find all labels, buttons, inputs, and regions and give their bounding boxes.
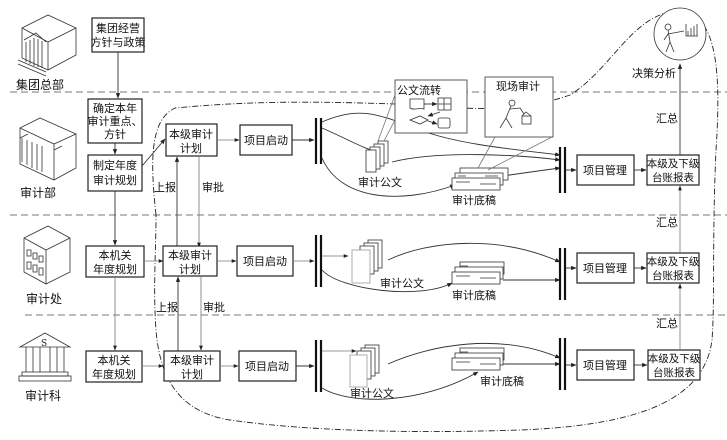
svg-text:计划: 计划	[179, 263, 201, 276]
docs-label: 审计公文	[358, 175, 402, 189]
label-decision-analysis: 决策分析	[632, 66, 676, 80]
onsite-audit-inset: 现场审计	[477, 76, 554, 171]
svg-text:S: S	[41, 339, 47, 349]
arrow-to-drafts	[321, 269, 453, 293]
system-boundary	[152, 10, 719, 432]
documents-stack-icon	[349, 344, 380, 388]
project-start-box: 项目启动	[238, 350, 297, 382]
svg-text:年度规划: 年度规划	[92, 367, 136, 381]
dept-focus-box: 确定本年 审计重点、 方针	[87, 98, 143, 144]
svg-text:审计规划: 审计规划	[93, 173, 137, 187]
arrow-to-drafts	[321, 157, 456, 197]
level-plan-box: 本级审计 计划	[165, 123, 218, 157]
project-management-box: 项目管理	[576, 349, 635, 381]
documents-stack-icon	[365, 140, 389, 173]
svg-text:本机关: 本机关	[99, 248, 132, 262]
level-plan-box: 本级审计 计划	[162, 245, 218, 277]
svg-text:计划: 计划	[180, 142, 202, 155]
svg-text:方针与政策: 方针与政策	[91, 35, 146, 49]
bank-building-icon: S	[18, 332, 72, 382]
svg-text:确定本年: 确定本年	[93, 101, 137, 115]
svg-text:项目启动: 项目启动	[243, 255, 287, 268]
callout-line	[377, 94, 396, 142]
svg-text:项目管理: 项目管理	[583, 261, 627, 275]
drafts-stack-icon	[451, 347, 505, 371]
docs-label: 审计公文	[380, 276, 424, 290]
svg-text:集团经营: 集团经营	[96, 21, 140, 35]
multi-story-building-icon	[23, 225, 71, 285]
svg-text:台账报表: 台账报表	[652, 171, 694, 184]
svg-text:计划: 计划	[181, 368, 203, 381]
flowchart-icon	[408, 97, 452, 129]
project-management-box: 项目管理	[576, 252, 635, 284]
documents-stack-icon	[351, 239, 383, 284]
svg-text:台账报表: 台账报表	[652, 269, 694, 282]
svg-text:项目启动: 项目启动	[244, 134, 288, 147]
svg-text:本级及下级: 本级及下级	[647, 255, 700, 268]
hq-policy-box: 集团经营 方针与政策	[91, 17, 146, 53]
arrow-drafts-to-join	[502, 166, 561, 177]
arrow-docs-to-join	[387, 343, 561, 365]
project-management-box: 项目管理	[576, 154, 635, 186]
office-building-icon	[19, 117, 77, 181]
svg-text:本级及下级: 本级及下级	[647, 157, 700, 170]
arrow-docs-to-join	[387, 242, 561, 263]
drafts-stack-icon	[451, 167, 509, 191]
ledger-report-box: 本级及下级 台账报表	[646, 252, 700, 284]
level-plan-box: 本级审计 计划	[163, 350, 221, 382]
level-label-audit-office: 审计处	[26, 291, 62, 306]
section-plan-box: 本机关 年度规划	[85, 350, 143, 383]
svg-text:本级及下级: 本级及下级	[648, 352, 701, 365]
svg-text:台账报表: 台账报表	[653, 366, 695, 379]
callout-line	[477, 136, 553, 171]
label-summary-2: 汇总	[656, 215, 678, 229]
docs-label: 审计公文	[350, 386, 394, 400]
office-plan-box: 本机关 年度规划	[85, 245, 145, 278]
svg-text:本级审计: 本级审计	[169, 127, 213, 141]
ledger-report-box: 本级及下级 台账报表	[646, 154, 700, 186]
dept-plan-box: 制定年度 审计规划	[87, 154, 143, 192]
label-approve-2: 审批	[203, 300, 225, 314]
doc-flow-inset: 公文流转	[377, 79, 468, 142]
arrow-dept-plan-to-level-plan	[141, 138, 166, 167]
person-inspecting-box-icon	[499, 99, 532, 129]
arrow-docs-to-join	[391, 154, 561, 163]
level-label-audit-dept: 审计部	[20, 185, 56, 200]
svg-text:项目管理: 项目管理	[583, 358, 627, 372]
label-report-up-2: 上报	[156, 300, 178, 314]
svg-text:本机关: 本机关	[98, 353, 131, 367]
row-1: 本级审计 计划 项目启动 审计公文 审计底稿	[165, 112, 700, 207]
row-2: 本级审计 计划 项目启动 审计公文 审计底稿	[162, 235, 700, 302]
arrow-to-drafts	[321, 371, 479, 400]
label-approve-1: 审批	[202, 180, 224, 194]
svg-text:年度规划: 年度规划	[93, 262, 137, 276]
level-label-hq: 集团总部	[16, 77, 64, 92]
svg-text:本级审计: 本级审计	[168, 248, 212, 262]
drafts-label: 审计底稿	[452, 193, 496, 207]
doc-flow-title: 公文流转	[397, 83, 441, 97]
label-summary-3: 汇总	[656, 316, 678, 330]
svg-text:项目启动: 项目启动	[245, 360, 289, 373]
row-3: 本级审计 计划 项目启动 审计公文 审计底稿	[163, 338, 701, 400]
drafts-label: 审计底稿	[452, 288, 496, 302]
drafts-stack-icon	[451, 261, 505, 285]
project-start-box: 项目启动	[236, 245, 294, 277]
svg-text:方针: 方针	[104, 127, 126, 141]
onsite-audit-title: 现场审计	[496, 79, 540, 93]
level-label-audit-section: 审计科	[25, 388, 61, 403]
drafts-label: 审计底稿	[480, 374, 524, 388]
decision-analysis-inset	[653, 7, 707, 61]
svg-text:制定年度: 制定年度	[93, 158, 137, 172]
label-report-up-1: 上报	[154, 180, 176, 194]
ledger-report-box: 本级及下级 台账报表	[647, 349, 701, 381]
corporate-building-icon	[17, 14, 77, 77]
svg-text:项目管理: 项目管理	[583, 163, 627, 177]
svg-text:本级审计: 本级审计	[170, 353, 214, 367]
label-summary-1: 汇总	[656, 111, 678, 125]
project-start-box: 项目启动	[239, 124, 293, 156]
svg-text:审计重点、: 审计重点、	[88, 114, 143, 128]
person-presenting-chart-icon	[663, 23, 698, 53]
